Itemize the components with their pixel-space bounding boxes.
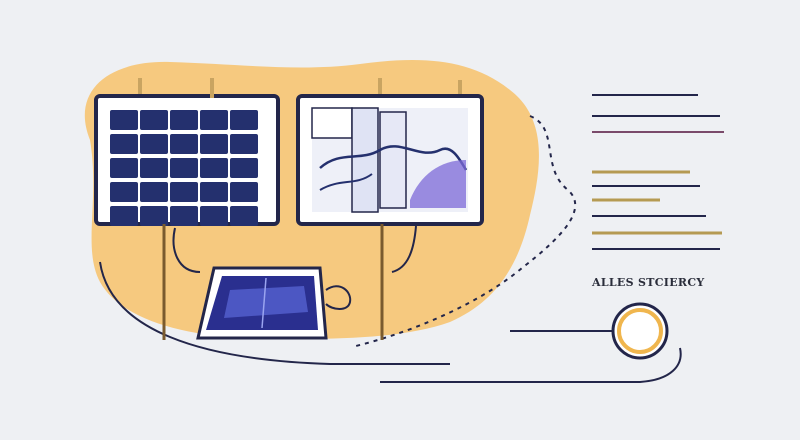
solar-cell (170, 182, 198, 202)
solar-cell (140, 110, 168, 130)
solar-cell (140, 158, 168, 178)
chart-monitor-icon (210, 78, 484, 340)
solar-cell (200, 182, 228, 202)
solar-cell (230, 182, 258, 202)
solar-cell (110, 158, 138, 178)
solar-cell (230, 134, 258, 154)
solar-cell (200, 134, 228, 154)
solar-cell (170, 134, 198, 154)
solar-cell (110, 182, 138, 202)
solar-cell (140, 134, 168, 154)
text-lines (592, 94, 724, 250)
solar-cell (170, 110, 198, 130)
solar-cell (230, 158, 258, 178)
solar-panel-icon (94, 78, 280, 340)
knob-icon (611, 302, 669, 360)
caption-text: ALLES STCIERCY (592, 276, 705, 289)
solar-cell (110, 110, 138, 130)
solar-cell (170, 158, 198, 178)
solar-cell (110, 134, 138, 154)
solar-cell (140, 182, 168, 202)
solar-cell (200, 110, 228, 130)
solar-cell (230, 110, 258, 130)
bottom-line (380, 347, 682, 383)
solar-cell (200, 158, 228, 178)
connector-line (99, 261, 450, 365)
solar-cell (140, 206, 168, 226)
solar-cell (110, 206, 138, 226)
dashed-path (355, 115, 576, 347)
solar-cell (230, 206, 258, 226)
solar-cell (200, 206, 228, 226)
solar-cell (170, 206, 198, 226)
tablet-icon (196, 266, 352, 340)
